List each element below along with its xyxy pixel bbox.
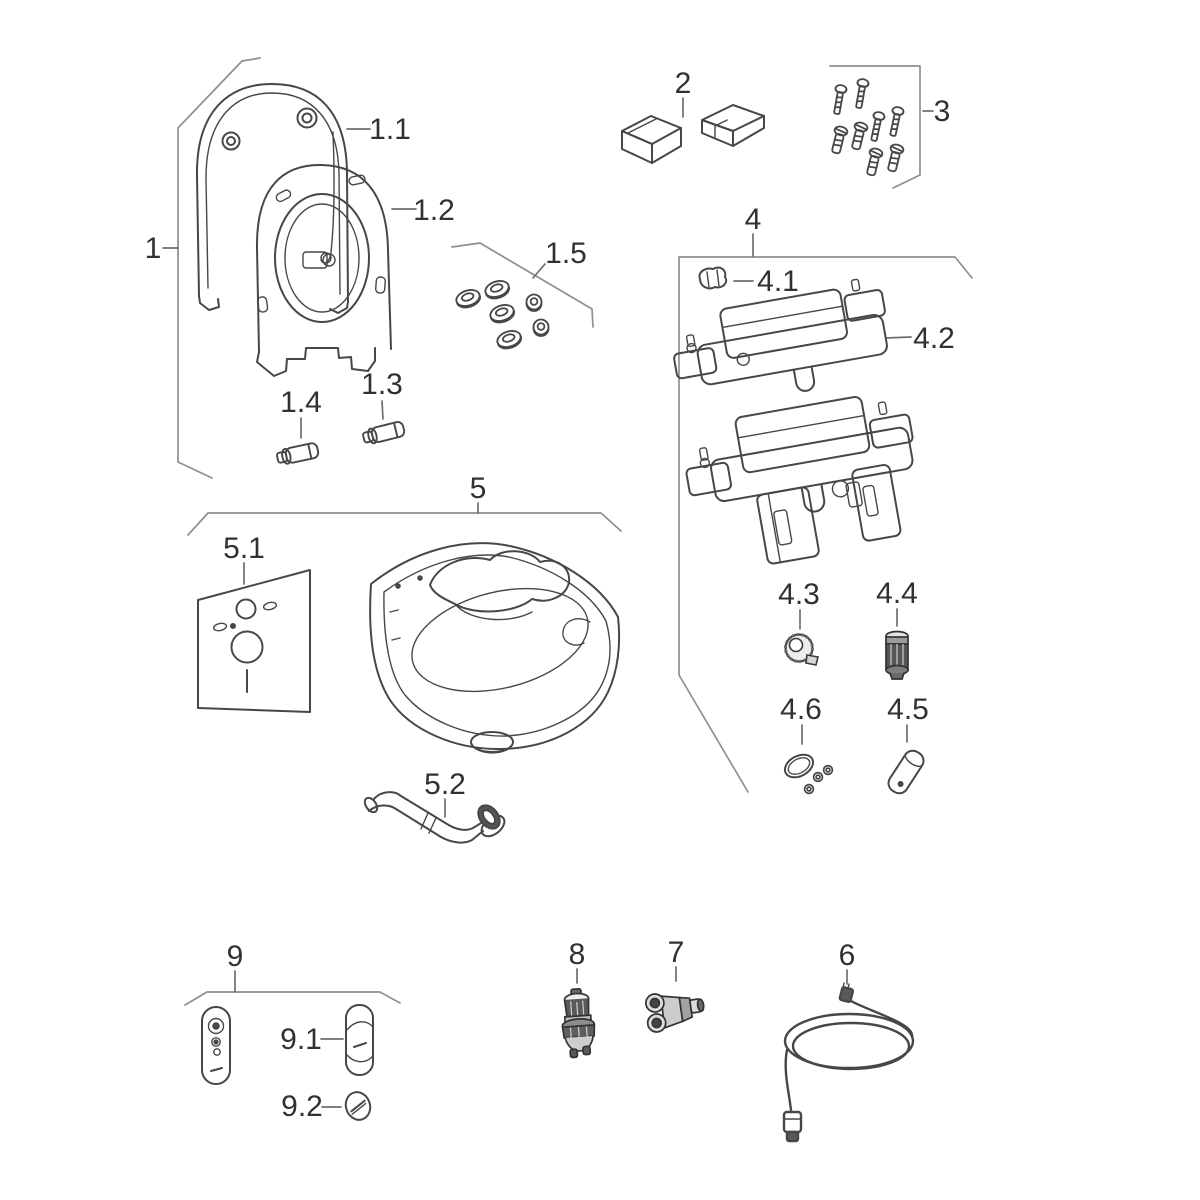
part-1-3-bushing [360,419,407,447]
part-4-3-knob [784,633,819,666]
label-part-1-2: 1.2 [413,194,455,227]
label-part-3: 3 [934,95,951,128]
label-part-4-3: 4.3 [778,578,820,611]
part-9-1-mounting-plate [345,1004,374,1076]
part-4-6-oring-set [783,753,834,795]
bracket-group-9 [184,991,401,1006]
label-part-4-4: 4.4 [876,577,918,610]
part-9-remote-control [201,1006,231,1085]
label-part-4-5: 4.5 [887,693,929,726]
label-part-9: 9 [227,940,244,973]
part-4-2-cover-module [673,278,888,392]
part-5-1-insulation-mat [197,569,311,713]
bracket-group-1 [177,57,261,479]
part-3-screw-set [828,77,906,178]
part-1-4-bushing [275,441,321,467]
part-2-covers [621,104,765,164]
label-part-1-1: 1.1 [369,113,411,146]
leader-1-5 [532,263,546,279]
label-part-1-5: 1.5 [545,237,587,270]
label-part-5: 5 [470,472,487,505]
label-part-4-2: 4.2 [913,322,955,355]
bracket-group-3 [829,65,921,189]
label-part-4: 4 [745,203,762,236]
label-part-2: 2 [675,67,692,100]
part-4-5-sleeve [887,749,925,795]
label-part-9-1: 9.1 [280,1023,322,1056]
part-5-2-flush-bend [363,791,506,844]
part-1-2-seat-ring [255,163,392,377]
part-1-1-seat-lid [195,83,349,314]
part-8-valve [561,988,596,1059]
label-part-1: 1 [145,232,162,265]
label-part-6: 6 [839,939,856,972]
label-part-1-3: 1.3 [361,368,403,401]
label-part-8: 8 [569,938,586,971]
part-4-1-clip [698,266,728,290]
part-6-cable [782,982,915,1143]
bracket-group-1-5 [451,242,594,328]
leader-4-2 [885,336,912,339]
label-part-4-6: 4.6 [780,693,822,726]
label-part-5-1: 5.1 [223,532,265,565]
label-part-5-2: 5.2 [424,768,466,801]
part-1-5-grommet-set [453,277,550,353]
bracket-group-4 [678,256,973,793]
part-4-4-cartridge [885,630,909,680]
part-9-2-battery-cover [344,1091,372,1121]
label-part-7: 7 [668,936,685,969]
label-part-1-4: 1.4 [280,386,322,419]
label-part-4-1: 4.1 [757,265,799,298]
part-4-flush-valve-block [685,396,914,565]
label-part-9-2: 9.2 [281,1090,323,1123]
bracket-group-5 [187,512,622,536]
leader-1-3 [381,400,384,420]
part-5-toilet-bowl [369,542,621,754]
part-7-y-fitting [645,993,705,1033]
